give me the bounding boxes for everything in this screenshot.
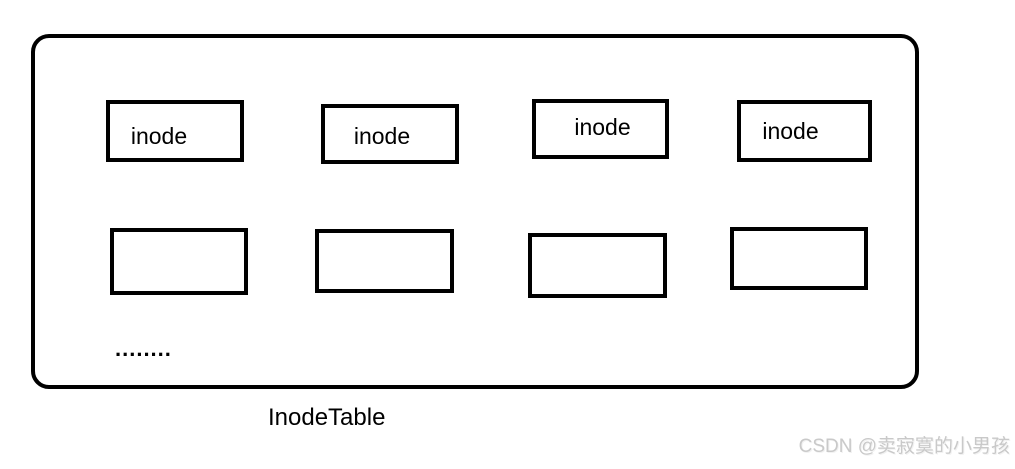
inode-box: inode [321, 104, 459, 164]
inode-box: inode [106, 100, 244, 162]
diagram-caption: InodeTable [268, 404, 386, 431]
inode-table-container: inode inode inode inode ........ [31, 34, 919, 389]
ellipsis-text: ........ [115, 336, 172, 361]
empty-inode-box [528, 233, 667, 298]
inode-box-label: inode [353, 122, 411, 149]
inode-box-label: inode [762, 117, 819, 144]
empty-inode-box [110, 228, 248, 295]
empty-inode-box [315, 229, 454, 293]
inode-box: inode [737, 100, 872, 162]
inode-box: inode [532, 99, 669, 159]
csdn-watermark: CSDN @卖寂寞的小男孩 [798, 436, 1010, 457]
inode-box-label: inode [130, 122, 188, 149]
inode-box-label: inode [574, 113, 631, 140]
empty-inode-box [730, 227, 868, 290]
